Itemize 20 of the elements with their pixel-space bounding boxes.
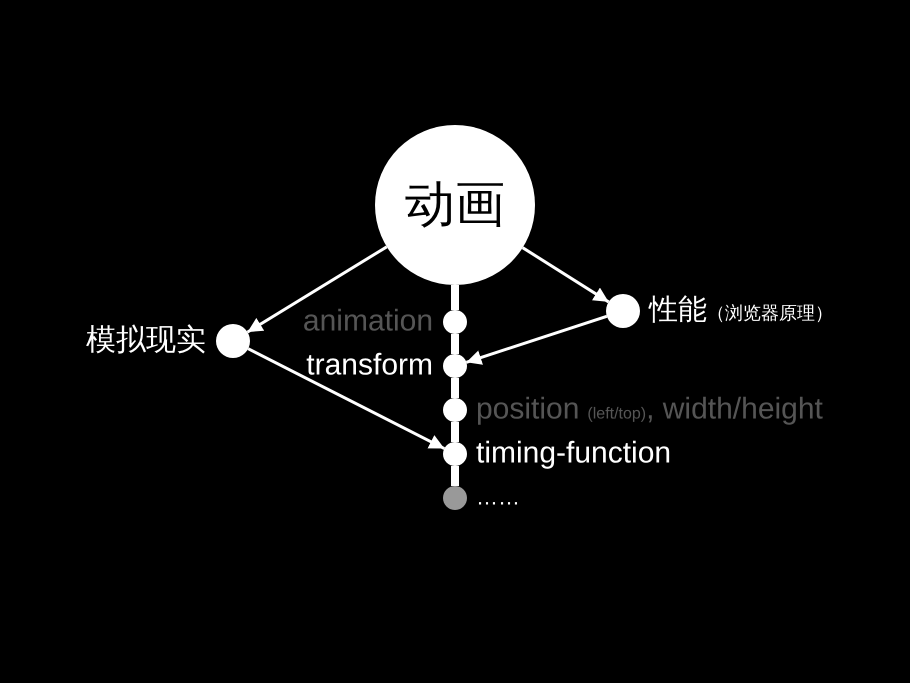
topic-label: 动画 bbox=[405, 179, 505, 229]
timeline-line bbox=[451, 466, 459, 486]
node-note: (left/top) bbox=[587, 406, 646, 422]
arrow bbox=[246, 246, 388, 334]
arrow bbox=[466, 314, 608, 365]
node-label: animation bbox=[302, 306, 433, 336]
timeline-line bbox=[451, 378, 459, 398]
node-label: 模拟现实 bbox=[86, 325, 206, 356]
node-label: position bbox=[476, 394, 580, 424]
node-note: （浏览器原理） bbox=[707, 304, 833, 322]
arrow bbox=[247, 347, 445, 450]
timeline-line bbox=[451, 422, 459, 442]
node-label: transform bbox=[306, 350, 433, 380]
timeline-line bbox=[451, 334, 459, 354]
timeline-line bbox=[451, 285, 459, 310]
arrow bbox=[522, 246, 610, 304]
node-label: …… bbox=[476, 486, 520, 509]
node-label: 性能 bbox=[649, 296, 707, 325]
node-note: , width/height bbox=[646, 394, 823, 424]
node-label: timing-function bbox=[476, 438, 672, 468]
